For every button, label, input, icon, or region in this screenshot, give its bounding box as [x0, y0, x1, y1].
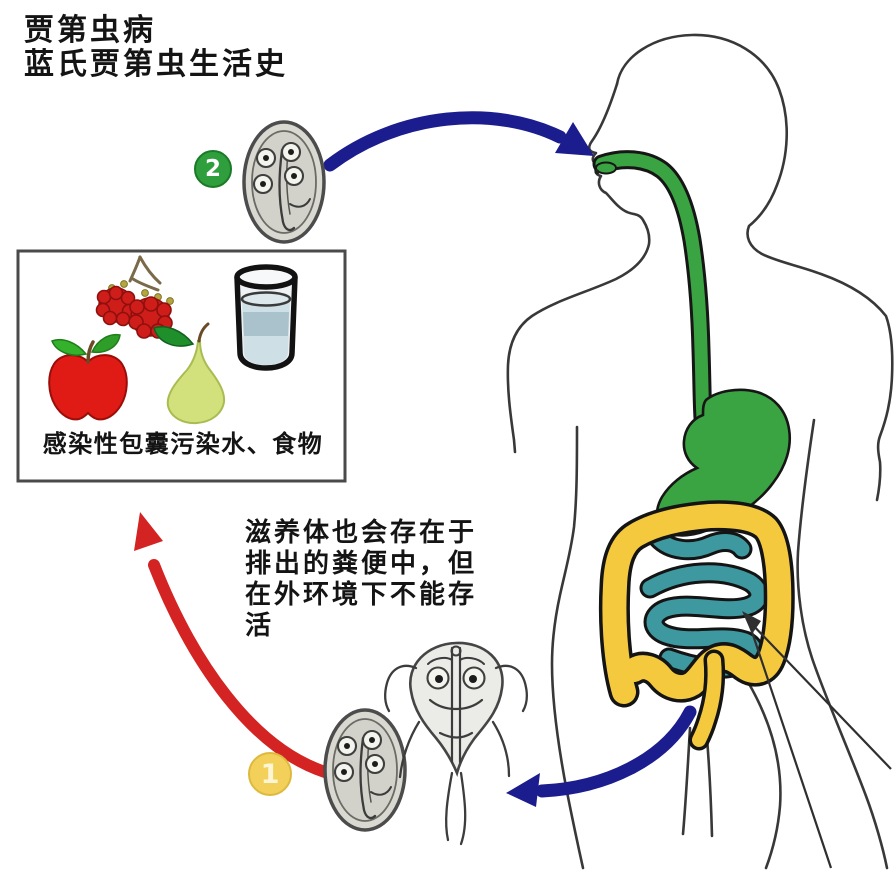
- trophozoite-note: 滋养体也会存在于 排出的粪便中，但 在外环境下不能存 活: [245, 518, 477, 642]
- large-intestine: [598, 500, 795, 751]
- cyst-illustration-bottom: [323, 708, 407, 832]
- water-glass-illustration: [234, 264, 298, 371]
- page-title: 贾第虫病 蓝氏贾第虫生活史: [24, 14, 288, 82]
- page-title-line2: 蓝氏贾第虫生活史: [24, 47, 288, 82]
- ingestion-arrow: [323, 111, 594, 172]
- intestine-pointer-lines: [742, 611, 892, 869]
- contamination-arrow: [134, 512, 331, 778]
- pear-illustration: [153, 322, 226, 425]
- contamination-box: [16, 249, 347, 483]
- page-title-line1: 贾第虫病: [24, 13, 156, 48]
- apple-illustration: [48, 333, 128, 421]
- step-2-badge: 2: [194, 150, 232, 188]
- step-1-badge: 1: [248, 752, 292, 796]
- trophozoite-illustration: [384, 641, 528, 846]
- esophagus: [592, 150, 713, 428]
- trophozoite-note-line1: 滋养体也会存在于: [245, 518, 478, 548]
- excretion-arrow: [506, 705, 697, 807]
- trophozoite-note-line2: 排出的粪便中，但: [245, 549, 478, 579]
- tongue: [595, 161, 617, 175]
- trophozoite-note-line4: 活: [245, 611, 275, 641]
- digestive-tract: [592, 150, 892, 869]
- mouth-dot: [594, 169, 600, 175]
- contamination-caption: 感染性包囊污染水、食物: [42, 430, 324, 458]
- trophozoite-note-line3: 在外环境下不能存: [245, 580, 478, 610]
- cyst-illustration-top: [242, 120, 326, 244]
